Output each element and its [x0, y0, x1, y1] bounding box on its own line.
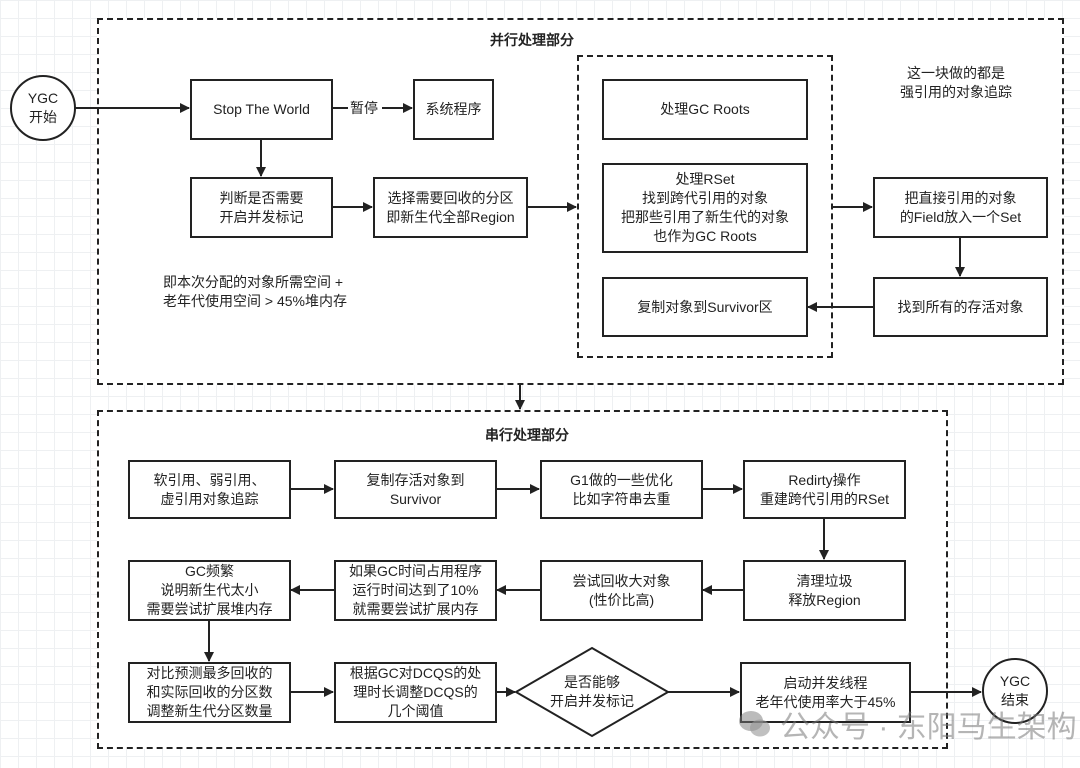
adjust-young-regions-box: 对比预测最多回收的和实际回收的分区数调整新生代分区数量	[128, 662, 291, 723]
start-concurrent-box: 启动并发线程老年代使用率大于45%	[740, 662, 911, 723]
clean-garbage-box: 清理垃圾释放Region	[743, 560, 906, 621]
box-text: 即新生代全部Region	[386, 208, 515, 225]
start-line: 开始	[29, 109, 57, 125]
humongous-box: 尝试回收大对象(性价比高)	[540, 560, 703, 621]
box-text: 判断是否需要	[219, 189, 304, 206]
copy-to-survivor-box: 复制对象到Survivor区	[602, 277, 808, 337]
redirty-box: Redirty操作重建跨代引用的RSet	[743, 460, 906, 519]
watermark: 公众号 · 东阳马生架构	[738, 702, 1077, 746]
judge-concurrent-mark-box: 判断是否需要开启并发标记	[190, 177, 333, 238]
box-text: 开启并发标记	[219, 208, 304, 225]
system-program-box: 系统程序	[413, 79, 494, 140]
gc-frequent-box: GC频繁说明新生代太小需要尝试扩展堆内存	[128, 560, 291, 621]
select-regions-box: 选择需要回收的分区即新生代全部Region	[373, 177, 528, 238]
gc-roots-box: 处理GC Roots	[602, 79, 808, 140]
gc-time-box: 如果GC时间占用程序运行时间达到了10%就需要尝试扩展内存	[334, 560, 497, 621]
wechat-icon	[739, 711, 770, 737]
box-text: 选择需要回收的分区	[387, 189, 514, 206]
weak-ref-tracing-box: 软引用、弱引用、虚引用对象追踪	[128, 460, 291, 519]
pause-label: 暂停	[350, 100, 378, 116]
find-alive-box: 找到所有的存活对象	[873, 277, 1048, 337]
dcqs-threshold-box: 根据GC对DCQS的处理时长调整DCQS的几个阈值	[334, 662, 497, 723]
start-line: YGC	[27, 90, 59, 106]
right-annotation: 这一块做的都是强引用的对象追踪	[900, 65, 1012, 100]
g1-optimization-box: G1做的一些优化比如字符串去重	[540, 460, 703, 519]
stop-the-world-box: Stop The World	[190, 79, 333, 140]
ygc-start-node: YGC 开始	[10, 75, 76, 141]
parallel-section-title: 并行处理部分	[490, 32, 574, 48]
decision-text: 是否能够开启并发标记	[550, 674, 634, 709]
left-annotation: 即本次分配的对象所需空间 +老年代使用空间 > 45%堆内存	[163, 274, 347, 309]
box-text: 系统程序	[425, 101, 482, 117]
serial-section-title: 串行处理部分	[485, 427, 569, 443]
box-text: Stop The World	[213, 101, 310, 117]
field-set-box: 把直接引用的对象的Field放入一个Set	[873, 177, 1048, 238]
decision-diamond	[514, 646, 670, 738]
box-text: 处理GC Roots	[660, 101, 750, 117]
